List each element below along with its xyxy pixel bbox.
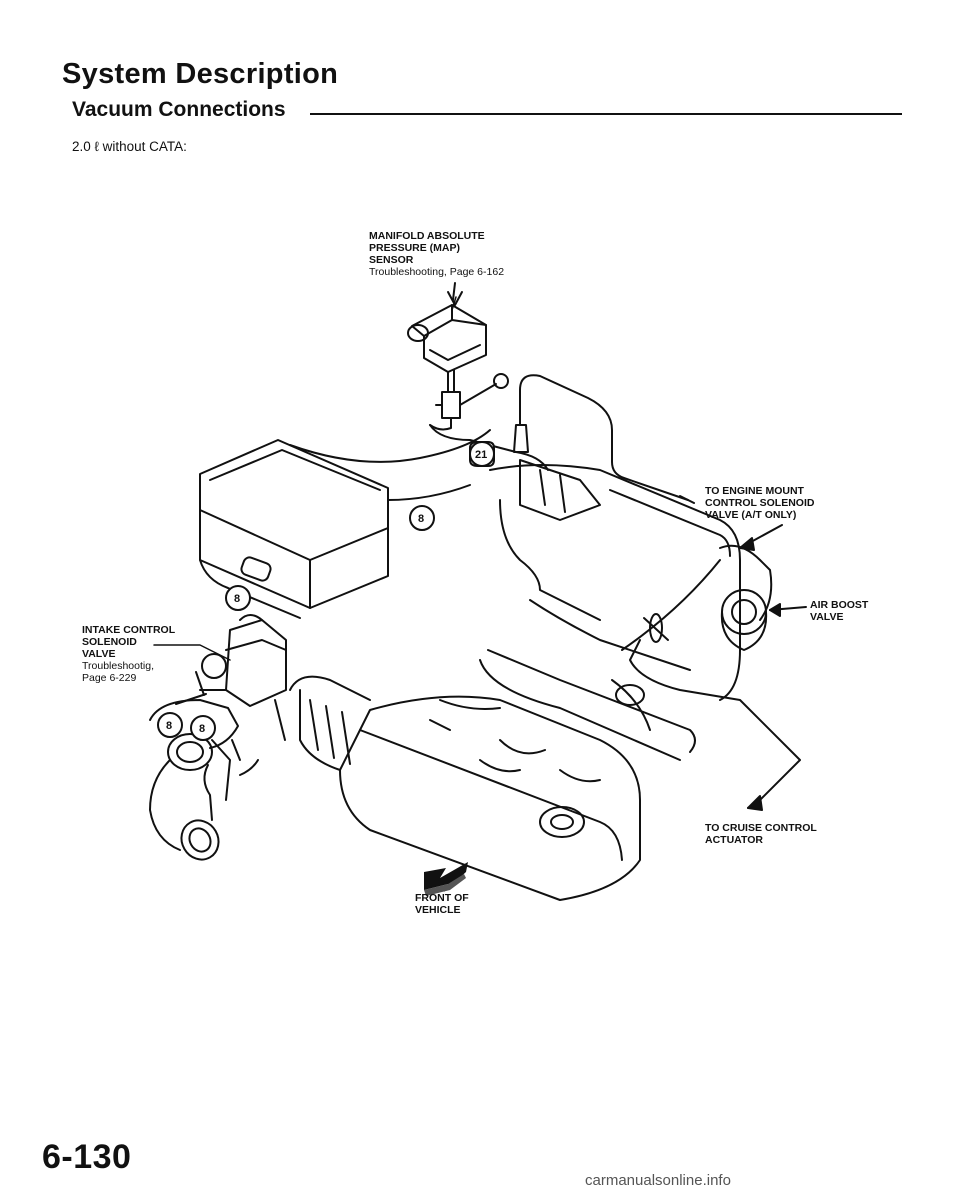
page-title: System Description [62,58,339,90]
vacuum-line-cruise-control [629,639,801,801]
label-line: TO CRUISE CONTROL [705,822,817,834]
elbow-pipe-icon [149,733,259,861]
vacuum-line-engine-mount [519,374,689,501]
hose-badge-label: 8 [199,723,205,735]
intake-control-solenoid-icon [149,614,287,761]
map-sensor-label: MANIFOLD ABSOLUTE PRESSURE (MAP) SENSOR … [369,230,504,278]
troubleshooting-reference: Troubleshootig, [82,660,154,672]
label-line: ACTUATOR [705,834,763,846]
label-line: MANIFOLD ABSOLUTE [369,230,485,242]
hose-badge-label: 21 [475,449,487,461]
cruise-control-label: TO CRUISE CONTROL ACTUATOR [705,822,817,846]
hose-badge-21: 21 [469,441,495,467]
label-line: VALVE [82,648,116,660]
label-line: PRESSURE (MAP) [369,242,461,254]
hose-badge-8: 8 [157,712,183,738]
section-heading-text: Vacuum Connections [72,98,290,121]
valve-cover-icon [339,649,696,901]
page-number: 6-130 [42,1138,132,1176]
troubleshooting-reference: Page 6-229 [82,672,137,684]
intake-pointer [153,644,231,661]
label-line: INTAKE CONTROL [82,624,176,636]
watermark: carmanualsonline.info [585,1172,731,1189]
label-line: CONTROL SOLENOID [705,497,815,509]
air-boost-valve-icon [720,589,807,651]
front-of-vehicle-arrow-icon [424,862,468,896]
label-line: AIR BOOST [810,599,869,611]
label-line: VALVE [810,611,844,623]
hose-badge-label: 8 [234,593,240,605]
hose-badges: 21 8 8 8 8 [157,441,495,741]
hose-badge-8: 8 [190,715,216,741]
troubleshooting-reference: Troubleshooting, Page 6-162 [369,266,505,278]
air-boost-valve-label: AIR BOOST VALVE [810,599,868,623]
air-cleaner-icon [199,429,491,619]
hose-badge-label: 8 [418,513,424,525]
heading-rule [310,113,902,115]
label-line: SENSOR [369,254,414,266]
hose-badge-8: 8 [409,505,435,531]
label-line: VALVE (A/T ONLY) [705,509,797,521]
hose-badge-8: 8 [225,585,251,611]
front-of-vehicle-label: FRONT OF VEHICLE [415,892,469,916]
engine-spec: 2.0 ℓ without CATA: [72,139,187,154]
engine-mount-label: TO ENGINE MOUNT CONTROL SOLENOID VALVE (… [705,485,814,521]
hose-badge-label: 8 [166,720,172,732]
intake-duct-icon [274,675,371,771]
label-line: SOLENOID [82,636,137,648]
map-sensor-icon [407,282,487,393]
label-line: FRONT OF [415,892,469,904]
label-line: TO ENGINE MOUNT [705,485,804,497]
section-heading: Vacuum Connections [72,98,902,124]
hose-tee-icon [429,373,509,431]
intake-manifold-icon [489,459,741,701]
label-line: VEHICLE [415,904,461,916]
intake-control-label: INTAKE CONTROL SOLENOID VALVE Troublesho… [82,624,175,684]
